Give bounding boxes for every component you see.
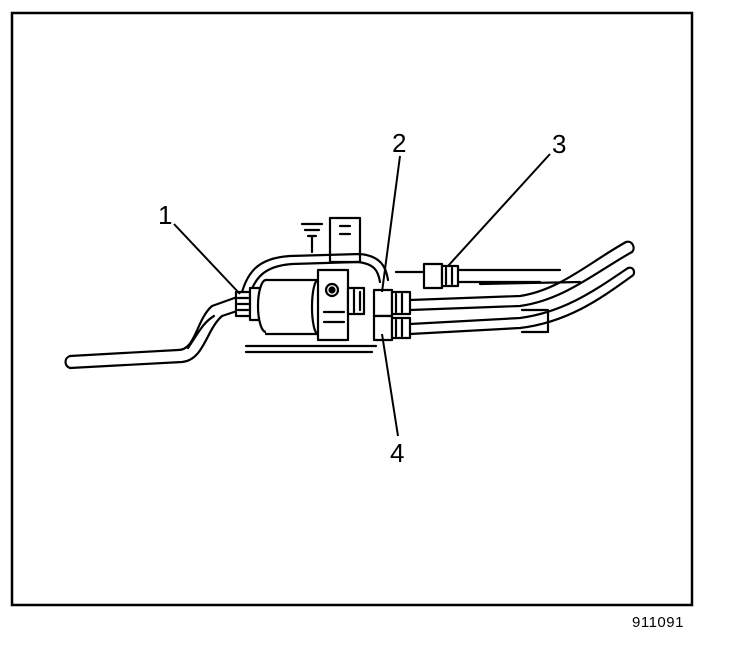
filter-body — [264, 278, 320, 336]
inlet-pipe-lower — [68, 308, 242, 370]
leader-1 — [173, 223, 241, 295]
outlet-fitting-2 — [372, 288, 394, 318]
ground-symbol — [300, 222, 324, 254]
figure-frame — [10, 11, 694, 607]
callout-1: 1 — [158, 200, 172, 230]
pipe-b — [408, 266, 630, 326]
callout-4: 4 — [390, 438, 404, 468]
callout-2: 2 — [392, 128, 406, 158]
leader-lines — [173, 153, 551, 437]
figure-number: 911091 — [632, 614, 684, 631]
upper-hose — [238, 252, 390, 302]
fuel-filter-assembly — [64, 216, 636, 370]
quick-connect-3 — [422, 262, 444, 290]
filter-housing — [316, 268, 350, 342]
pipe-a — [408, 240, 628, 302]
inlet-pipe-upper — [68, 294, 242, 358]
lower-bracket — [520, 308, 550, 334]
leader-3 — [447, 153, 551, 267]
callout-3: 3 — [552, 129, 566, 159]
leader-4 — [381, 333, 399, 437]
leader-2 — [381, 155, 401, 293]
